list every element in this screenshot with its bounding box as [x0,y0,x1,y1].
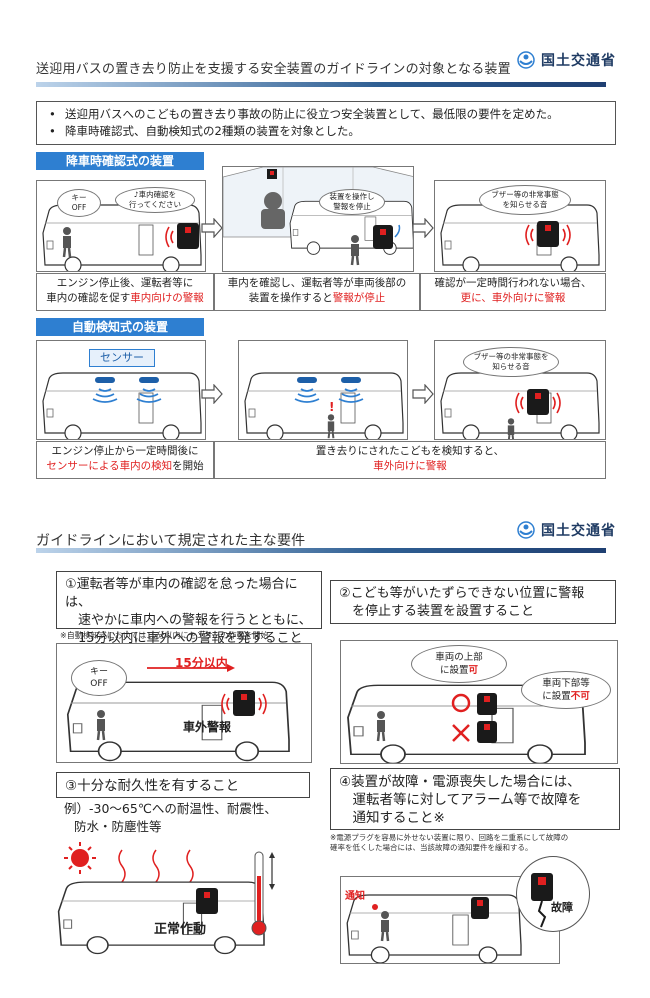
requirement-1-note: ※自動検知式においては15分以内にセンサーの作動を開始 [60,631,269,640]
sensor-label: センサー [89,349,155,367]
bus-timer-illustration [66,664,290,762]
panel-auto-1: センサー [36,340,206,440]
bullet-item: 送迎用バスへのこどもの置き去り事故の防止に役立つ安全装置として、最低限の要件を定… [47,106,605,123]
bus-interior-illustration [223,167,413,267]
section-label-confirm: 降車時確認式の装置 [36,152,204,170]
panel-confirm-3: ブザー等の非常事態 を知らせる音 [434,180,606,272]
durability-illustration [57,842,265,955]
panel-auto-2: ! [238,340,408,440]
panel-req3: 正常作動 [50,838,290,958]
panel-req1: キー OFF 15分以内 車外警報 [56,643,312,763]
bus-illustration [42,204,202,271]
stop-alarm-bubble: 装置を操作し 警報を停止 [319,189,385,215]
requirement-1: ①運転者等が車内の確認を怠った場合には、 速やかに車内への警報を行うとともに、 … [56,571,322,646]
mlit-logo-icon [517,521,535,539]
panel-req2: 車両の上部 に設置可 車両下部等 に設置不可 [340,640,618,764]
normal-operation-label: 正常作動 [154,922,207,937]
panel-confirm-1: キー OFF ♪車内確認を 行ってください [36,180,206,272]
failure-zoom: 故障 [516,856,590,932]
slide2-logo: 国土交通省 [517,520,616,540]
svg-text:!: ! [329,400,334,414]
fifteen-minutes-label: 15分以内 [175,656,228,670]
upper-placement-bubble: 車両の上部 に設置可 [411,645,507,683]
bus-alarm-illustration [440,372,600,439]
arrow-icon [412,384,434,404]
caption-auto-2: 置き去りにされたこどもを検知すると、 車外向けに警報 [214,441,606,479]
panel-auto-3: ブザー等の非常事態を 知らせる音 [434,340,606,440]
lower-placement-bubble: 車両下部等 に設置不可 [521,671,611,709]
thermometer-icon [251,851,275,936]
requirement-4-note: ※電源プラグを容易に外せない装置に限り、回路を二重系にして故障の 確率を低くした… [330,833,569,852]
broken-device-icon [531,873,553,928]
requirement-4: ④装置が故障・電源喪失した場合には、 運転者等に対してアラーム等で故障を 通知す… [330,768,620,830]
bus-illustration [440,204,600,271]
arrow-icon [201,384,223,404]
requirement-2: ②こども等がいたずらできない位置に警報 を停止する装置を設置すること [330,580,616,624]
check-prompt-bubble: ♪車内確認を 行ってください [115,187,195,213]
slide1-logo: 国土交通省 [517,50,616,70]
arrow-icon [201,218,223,238]
bus-placement-illustration [347,684,586,763]
bus-detect-illustration: ! [244,372,404,439]
caption-confirm-2: 車内を確認し、運転者等が車両後部の 装置を操作すると警報が停止 [214,273,420,311]
key-off-bubble: キー OFF [57,189,101,217]
failure-label: 故障 [551,901,573,914]
external-alarm-label: 車外警報 [183,720,232,734]
emergency-sound-bubble: ブザー等の非常事態を 知らせる音 [463,347,559,377]
slide1-title: 送迎用バスの置き去り防止を支援する安全装置のガイドラインの対象となる装置 [36,62,511,77]
bus-sensor-illustration [42,372,202,439]
caption-confirm-1: エンジン停止後、運転者等に 車内の確認を促す車内向けの警報 [36,273,214,311]
slide2-title: ガイドラインにおいて規定された主な要件 [36,533,306,549]
logo-text: 国土交通省 [541,53,616,69]
emergency-sound-bubble: ブザー等の非常事態 を知らせる音 [479,185,571,215]
mlit-logo-icon [517,51,535,69]
panel-confirm-2: 装置を操作し 警報を停止 [222,166,414,272]
requirement-3: ③十分な耐久性を有すること [56,772,310,798]
title-underline [36,548,606,553]
requirement-3-detail: 例）-30～65℃への耐温性、耐震性、 防水・防塵性等 [64,801,277,834]
sun-icon [64,842,96,874]
logo-text: 国土交通省 [541,523,616,539]
summary-bullets: 送迎用バスへのこどもの置き去り事故の防止に役立つ安全装置として、最低限の要件を定… [36,101,616,145]
title-underline [36,82,606,87]
caption-confirm-3: 確認が一定時間行われない場合、 更に、車外向けに警報 [420,273,606,311]
bullet-item: 降車時確認式、自動検知式の2種類の装置を対象とした。 [47,123,605,140]
key-off-bubble: キー OFF [71,660,127,696]
notify-label: 通知 [345,891,365,902]
bus-failure-illustration [346,894,522,963]
section-label-auto: 自動検知式の装置 [36,318,204,336]
arrow-icon [412,218,434,238]
caption-auto-1: エンジン停止から一定時間後に センサーによる車内の検知を開始 [36,441,214,479]
